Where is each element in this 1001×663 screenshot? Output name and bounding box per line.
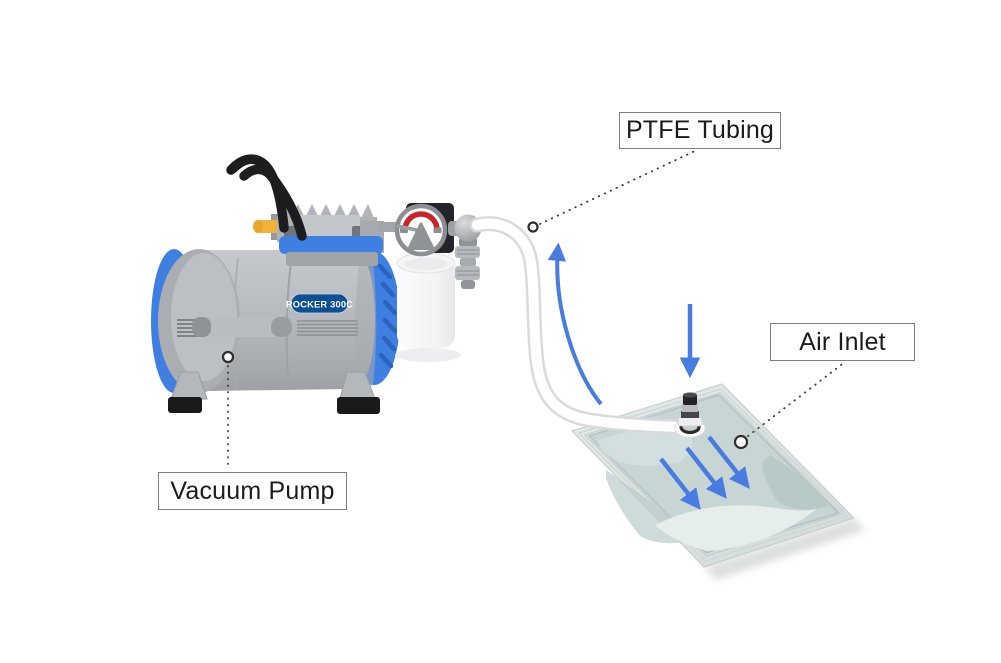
pump-feet [168, 371, 380, 414]
pump-body-shading [355, 253, 377, 386]
airflow-arrow-bag-1 [659, 457, 701, 510]
side-vent-grille-right [297, 320, 358, 336]
bag-shade-right [762, 455, 828, 510]
gauge-red-arc [402, 211, 440, 231]
carry-handle [226, 154, 307, 241]
head-base [286, 252, 378, 266]
airflow-arrow-bag-3 [707, 435, 750, 489]
pump-head [253, 204, 409, 266]
airflow-arrows [547, 242, 750, 510]
label-vacuum-pump-text: Vacuum Pump [170, 476, 335, 505]
bag-shadow [704, 518, 866, 580]
label-vacuum-pump: Vacuum Pump [158, 472, 347, 510]
point-marker-vacuum-pump [221, 350, 235, 364]
filter-cylinder [395, 252, 461, 362]
label-air-inlet: Air Inlet [770, 323, 915, 361]
air-inlet-port [674, 392, 706, 438]
airflow-arrow-bag-2 [685, 446, 727, 499]
label-air-inlet-text: Air Inlet [799, 327, 886, 356]
label-ptfe-tubing: PTFE Tubing [619, 112, 781, 149]
gauge-pointer-bob [407, 222, 435, 250]
ptfe-tube [469, 216, 686, 435]
bag-sheen-bottom [655, 505, 818, 551]
leader-air-inlet [747, 361, 846, 437]
leader-ptfe-tubing [539, 149, 698, 225]
point-marker-air-inlet [733, 434, 749, 450]
vacuum-pump-illustration: ROCKER 300C [151, 154, 409, 414]
right-cap-ribs [377, 263, 398, 369]
leader-lines [221, 149, 846, 471]
exhaust-nozzle-tip [253, 220, 263, 233]
side-handle-bar-right-cap [271, 317, 292, 337]
point-marker-ptfe-tubing [527, 221, 539, 233]
model-badge-text: ROCKER 300C [286, 300, 353, 310]
airflow-arrow-up-tube [547, 242, 603, 406]
side-handle-bar-left-cap [192, 317, 211, 337]
gauge-and-filter [394, 203, 482, 362]
gas-sampling-bag [571, 383, 866, 580]
bag-highlight-top [598, 429, 693, 466]
label-ptfe-tubing-text: PTFE Tubing [625, 116, 775, 144]
head-panel [294, 215, 360, 242]
side-handle-bar [192, 317, 292, 337]
model-badge: ROCKER 300C [286, 293, 353, 314]
pressure-gauge [394, 203, 448, 257]
head-blue-band [279, 236, 383, 254]
